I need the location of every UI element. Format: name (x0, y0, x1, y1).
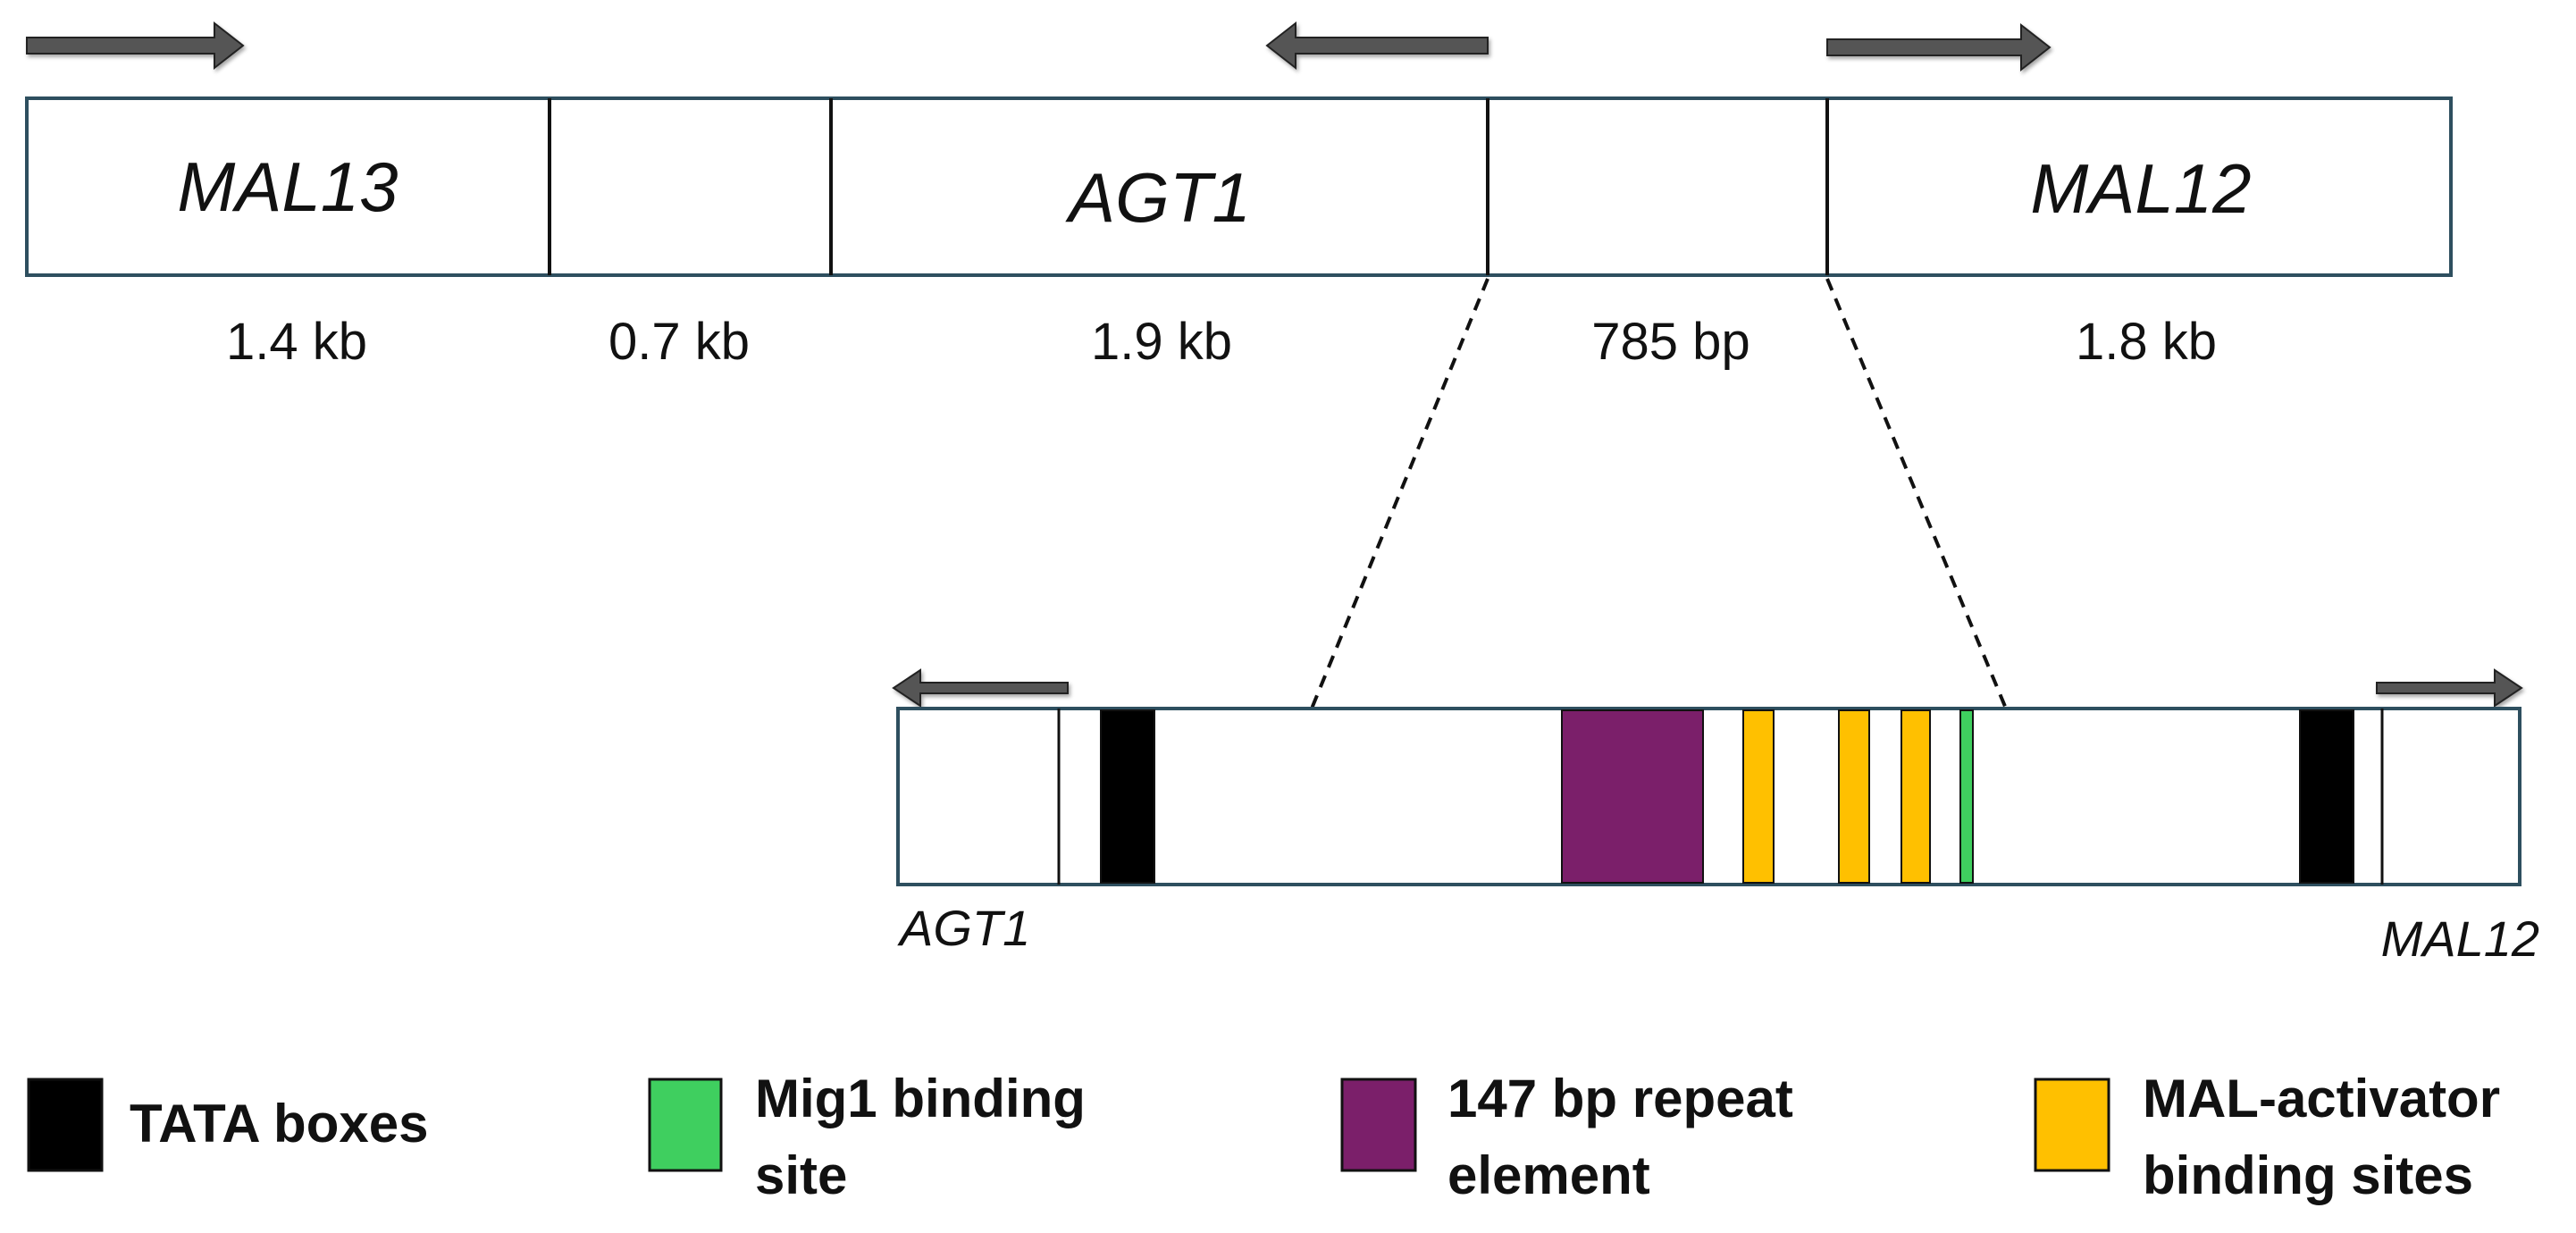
legend-swatch-tata (27, 1078, 104, 1172)
legend-label-mig1-line2: site (755, 1145, 847, 1205)
legend: TATA boxes Mig1 binding site 147 bp repe… (27, 1069, 2500, 1205)
size-label-agt1: 1.9 kb (1091, 313, 1232, 371)
tata-box-left (1100, 709, 1155, 884)
size-label-intergenic: 785 bp (1591, 313, 1749, 371)
size-labels: 1.4 kb 0.7 kb 1.9 kb 785 bp 1.8 kb (226, 313, 2217, 371)
segment-mal12-box (1825, 96, 2453, 277)
right-arrow-icon (26, 21, 245, 71)
direction-arrows (26, 21, 2052, 72)
legend-swatch-mig1 (648, 1078, 723, 1172)
segment-spacer1-box (548, 96, 833, 277)
zoom-line-left (1310, 278, 1489, 709)
size-label-mal12: 1.8 kb (2076, 313, 2217, 371)
gene-label-agt1: AGT1 (1065, 158, 1251, 237)
segment-agt1-box (829, 96, 1489, 277)
legend-swatch-repeat (1340, 1078, 1417, 1172)
size-label-spacer: 0.7 kb (608, 313, 750, 371)
locus-bar: MAL13 AGT1 MAL12 (25, 96, 2453, 277)
legend-label-mal-line2: binding sites (2143, 1145, 2473, 1205)
gene-label-mal13: MAL13 (177, 147, 398, 226)
segment-mal13-box (25, 96, 551, 277)
legend-swatch-mal-activator (2034, 1078, 2110, 1172)
size-label-mal13: 1.4 kb (226, 313, 367, 371)
promoter-detail: AGT1 MAL12 (892, 668, 2539, 967)
left-arrow-icon (1265, 21, 1489, 71)
mal-activator-site (1742, 709, 1775, 884)
tata-box-right (2299, 709, 2354, 884)
legend-label-repeat-line2: element (1447, 1145, 1650, 1205)
left-arrow-icon (892, 668, 1069, 708)
right-arrow-icon (1826, 22, 2052, 72)
zoom-connector (1310, 278, 2008, 709)
right-arrow-icon (2376, 668, 2523, 708)
repeat-element (1561, 709, 1704, 884)
legend-label-mal-line1: MAL-activator (2143, 1069, 2500, 1128)
gene-label-mal12: MAL12 (2030, 149, 2251, 228)
promoter-box (896, 707, 2521, 886)
zoom-line-right (1825, 278, 2008, 709)
promoter-left-label: AGT1 (897, 900, 1030, 956)
promoter-right-label: MAL12 (2381, 910, 2539, 967)
legend-label-tata: TATA boxes (130, 1094, 428, 1153)
segment-intergenic-box (1486, 96, 1829, 277)
legend-label-repeat-line1: 147 bp repeat (1447, 1069, 1793, 1128)
mig1-binding-site (1959, 709, 1974, 884)
legend-label-mig1-line1: Mig1 binding (755, 1069, 1086, 1128)
mal-activator-site (1901, 709, 1931, 884)
mal-activator-site (1838, 709, 1870, 884)
